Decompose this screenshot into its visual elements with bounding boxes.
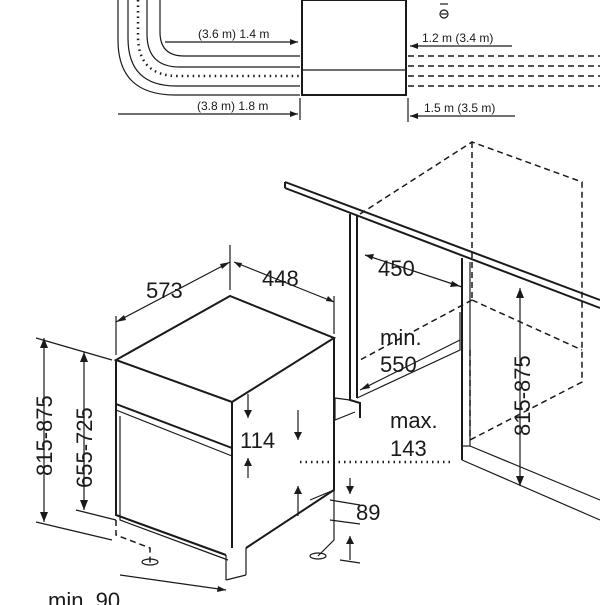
door-height-range: 655-725 (72, 407, 97, 488)
top-plan-view: (3.6 m) 1.4 m (3.8 m) 1.8 m 1.2 m (3.4 m… (117, 0, 600, 122)
panel-height: 114 (240, 428, 275, 453)
dim-line-depth (233, 261, 335, 303)
bottom-min: min. 90 (48, 588, 120, 605)
appliance-width: 573 (146, 278, 183, 303)
dim-hose-lower: (3.8 m) 1.8 m (197, 99, 268, 113)
appliance-height-range: 815-875 (32, 395, 57, 476)
hose-outline-inner3 (159, 0, 300, 57)
appliance-foot-right (309, 552, 327, 560)
appliance-depth: 448 (262, 266, 299, 291)
niche-depth: 450 (378, 256, 415, 281)
niche-cabinet: 450 min. 550 815-875 max. 143 89 (284, 141, 600, 564)
niche-max-label: max. (390, 408, 438, 433)
dim-right-upper: 1.2 m (3.4 m) (422, 31, 493, 45)
appliance-front-left (115, 360, 227, 556)
niche-height-range: 815-875 (510, 355, 535, 436)
niche-min-label: min. (380, 325, 422, 350)
tap-symbol-icon (439, 9, 449, 19)
countertop-top-edge (284, 181, 600, 301)
hose-outline-outer (117, 0, 300, 96)
dim-hose-upper: (3.6 m) 1.4 m (198, 27, 269, 41)
appliance-door (119, 416, 229, 561)
niche-dashed-outline (359, 141, 583, 441)
hose-outline-inner (127, 0, 300, 87)
hose-chain-pattern (136, 0, 300, 78)
dim-line-niche-depth (364, 254, 463, 288)
appliance-door-dashed (115, 520, 151, 565)
control-panel-lower-edge (115, 403, 233, 449)
appliance-body: 114 573 448 815-875 655-725 min. 90 (32, 245, 337, 605)
plan-appliance-box (301, 0, 407, 96)
hose-outline-inner2 (146, 0, 300, 68)
appliance-foot-left (141, 558, 159, 566)
appliance-top-face (113, 294, 337, 404)
dim-line-width (115, 261, 231, 323)
niche-left-panel (349, 214, 361, 418)
dim-right-lower: 1.5 m (3.5 m) (424, 101, 495, 115)
niche-max-value: 143 (390, 436, 427, 461)
niche-plinth: 89 (356, 500, 380, 525)
